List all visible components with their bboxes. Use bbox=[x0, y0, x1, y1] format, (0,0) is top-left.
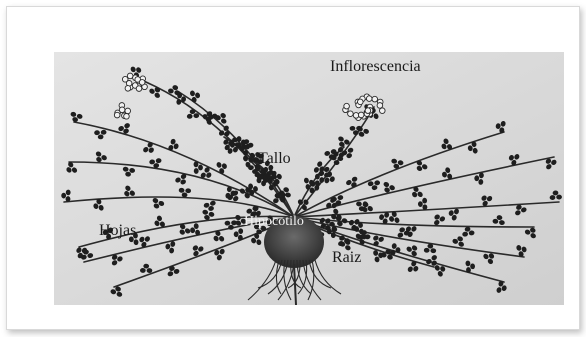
label-hypocotyl: Hipocotilo bbox=[244, 215, 304, 229]
plant-illustration bbox=[54, 52, 564, 305]
label-stem: Tallo bbox=[258, 151, 291, 167]
label-inflorescence: Inflorescencia bbox=[330, 59, 421, 75]
label-leaves: Hojas bbox=[99, 223, 136, 239]
label-root: Raiz bbox=[332, 250, 361, 266]
plant-drawing bbox=[54, 52, 564, 305]
figure-frame: Inflorescencia Tallo Hojas Hipocotilo Ra… bbox=[6, 6, 580, 330]
